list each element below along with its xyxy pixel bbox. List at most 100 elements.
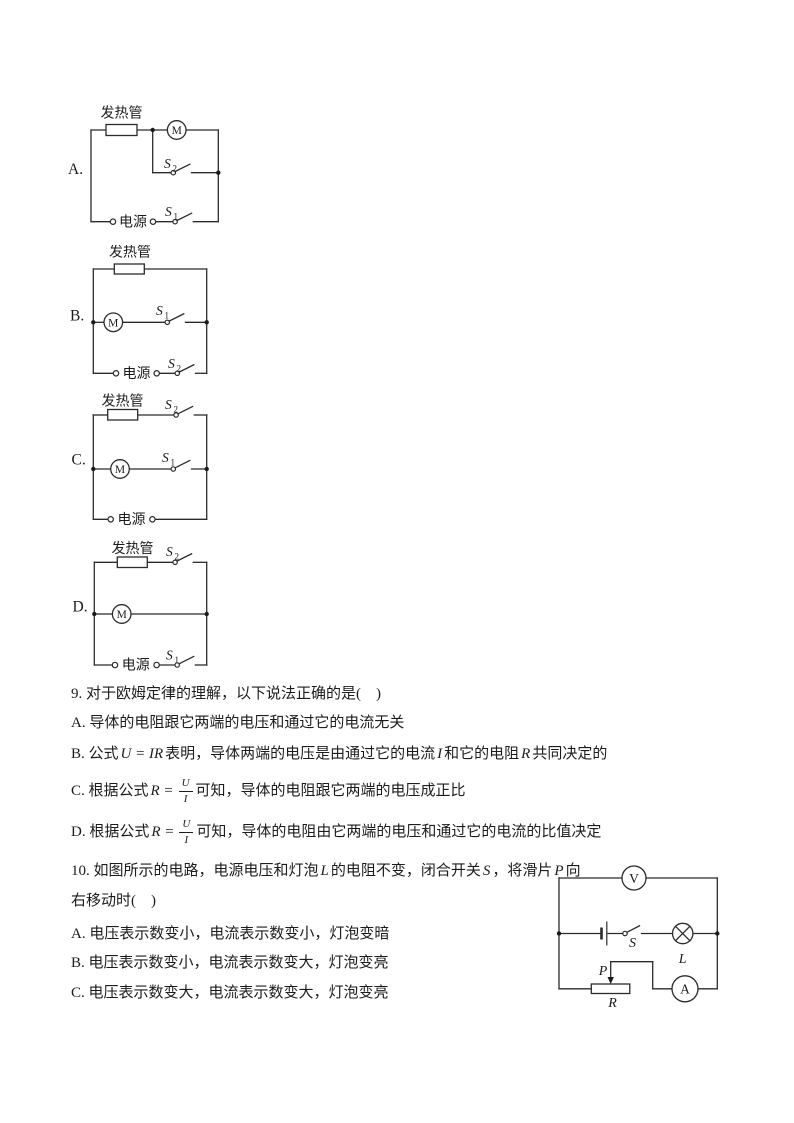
q10-stem-t2: 的电阻不变，闭合开关 xyxy=(330,863,481,879)
switch-s2-icon-a xyxy=(170,163,191,176)
ammeter-letter: A xyxy=(680,982,690,997)
motor-letter-c: M xyxy=(115,464,125,476)
switch-s2-icon-d xyxy=(172,552,193,566)
motor-letter-d: M xyxy=(117,609,127,621)
q9-optc-math: R = xyxy=(150,782,174,799)
question10-option-c: C. 电压表示数变大，电流表示数变大，灯泡变亮 xyxy=(71,983,389,1004)
q10-stem-math2: S xyxy=(482,863,491,879)
motor-letter-a: M xyxy=(172,125,182,137)
switch-s1-sub-c: 1 xyxy=(171,458,176,468)
resistor-symbol-b xyxy=(113,263,145,275)
q9-optb-math3: R xyxy=(521,746,531,762)
question9-stem: 9. 对于欧姆定律的理解，以下说法正确的是( ) xyxy=(71,684,381,705)
switch-s2-sub-b: 2 xyxy=(177,364,182,374)
option-letter-a: A. xyxy=(68,161,83,178)
heater-label-c: 发热管 xyxy=(102,394,144,410)
fraction-denominator: I xyxy=(183,792,188,805)
switch-s1-sub-d: 1 xyxy=(175,655,180,665)
switch-s2-sub-c: 2 xyxy=(174,405,179,415)
q9-optb-t4: 共同决定的 xyxy=(532,746,608,762)
question10-option-b: B. 电压表示数变小，电流表示数变大，灯泡变亮 xyxy=(71,953,389,974)
junction-dot xyxy=(92,611,97,617)
q9-optb-math1: U = IR xyxy=(120,746,164,762)
circuit-diagram-option-a: A. 发热管 M S 2 电源 xyxy=(68,106,221,231)
motor-letter-b: M xyxy=(108,317,118,329)
switch-s2-sub-a: 2 xyxy=(173,164,178,174)
voltmeter-icon xyxy=(621,865,647,891)
question9-stem-text: 9. 对于欧姆定律的理解，以下说法正确的是( ) xyxy=(71,686,381,702)
circuit-wires-d xyxy=(93,561,208,666)
lamp-icon xyxy=(671,922,694,945)
fraction-numerator: U xyxy=(179,818,194,833)
power-label-a: 电源 xyxy=(119,215,147,231)
switch-s1-label-c: S xyxy=(162,450,169,465)
heater-label-a: 发热管 xyxy=(101,106,143,122)
rheostat-label: R xyxy=(607,996,617,1011)
circuit-wires-a xyxy=(90,129,219,223)
option-letter-d: D. xyxy=(73,599,88,616)
switch-s2-label-d: S xyxy=(166,544,173,559)
junction-dot xyxy=(204,320,209,325)
power-source-c xyxy=(107,516,156,523)
switch-s1-icon-c xyxy=(170,459,191,472)
power-source-b xyxy=(112,370,161,377)
switch-s2-label-c: S xyxy=(165,397,172,412)
q10-opta-text: A. 电压表示数变小，电流表示数变小，灯泡变暗 xyxy=(71,926,390,942)
circuit-diagram-option-b: B. 发热管 M S 1 电源 xyxy=(70,245,209,380)
heater-label-d: 发热管 xyxy=(112,541,154,557)
q9-optd-t2: 可知，导体的电阻由它两端的电压和通过它的电流的比值决定 xyxy=(196,823,602,840)
junction-dot xyxy=(216,170,221,175)
switch-s2-label-a: S xyxy=(164,156,171,171)
q9-optd-math: R = xyxy=(151,823,175,840)
motor-icon-c xyxy=(110,459,130,479)
switch-s1-sub-a: 1 xyxy=(174,212,179,222)
q10-stem-t4: 向 xyxy=(565,863,581,879)
question9-option-a: A. 导体的电阻跟它两端的电压和通过它的电流无关 xyxy=(71,713,404,734)
circuit-diagram-option-d: D. 发热管 S 2 M 电源 xyxy=(73,541,209,674)
voltmeter-letter: V xyxy=(629,871,639,886)
rheostat-symbol xyxy=(590,983,631,995)
motor-icon-b xyxy=(103,312,124,333)
q10-optc-text: C. 电压表示数变大，电流表示数变大，灯泡变亮 xyxy=(71,985,389,1001)
motor-icon-a xyxy=(166,120,187,140)
q9-optd-t1: D. 根据公式 xyxy=(71,823,150,840)
fraction-denominator: I xyxy=(184,833,189,846)
switch-s2-sub-d: 2 xyxy=(175,552,180,562)
q9-optb-t1: B. 公式 xyxy=(71,746,119,762)
q10-stem-math1: L xyxy=(320,863,329,879)
resistor-symbol-a xyxy=(105,123,138,137)
q10-stem2-text: 右移动时( ) xyxy=(71,893,156,909)
rheostat-slider-icon xyxy=(607,961,614,984)
heater-label-b: 发热管 xyxy=(109,245,151,261)
junction-dot xyxy=(204,466,209,472)
q9-optb-math2: I xyxy=(437,746,443,762)
q9-optc-t2: 可知，导体的电阻跟它两端的电压成正比 xyxy=(195,782,466,799)
lamp-label: L xyxy=(678,952,687,967)
junction-dot xyxy=(91,320,96,325)
circuit-wires-q10 xyxy=(558,877,718,990)
switch-s1-label-d: S xyxy=(166,648,173,663)
q10-stem-t1: 10. 如图所示的电路，电源电压和灯泡 xyxy=(71,863,319,879)
junction-dot xyxy=(150,127,155,133)
junction-dot xyxy=(204,611,209,617)
switch-s1-icon-d xyxy=(174,655,195,668)
junction-dot xyxy=(715,931,720,936)
ammeter-icon xyxy=(671,975,699,1003)
switch-s1-icon-a xyxy=(172,212,193,225)
q10-stem-math3: P xyxy=(554,863,564,879)
switch-s2-icon-b xyxy=(174,363,195,377)
question10-stem-line2: 右移动时( ) xyxy=(71,891,156,912)
q10-stem-t3: ，将滑片 xyxy=(492,863,553,879)
q9-optb-t3: 和它的电阻 xyxy=(444,746,520,762)
q9-opta-text: A. 导体的电阻跟它两端的电压和通过它的电流无关 xyxy=(71,715,405,731)
option-letter-c: C. xyxy=(72,452,86,469)
battery-icon xyxy=(600,921,608,946)
circuit-diagram-question10: V S L P R A xyxy=(556,865,720,1011)
switch-s-icon xyxy=(622,924,641,937)
